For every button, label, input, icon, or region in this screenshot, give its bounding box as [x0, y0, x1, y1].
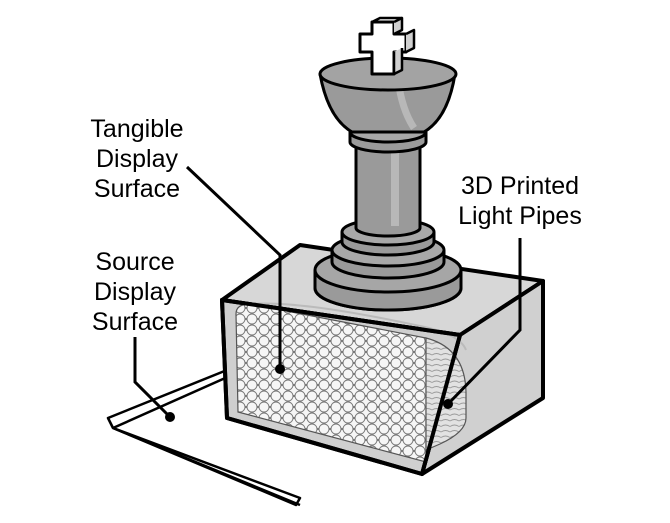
light-pipe-block [220, 243, 545, 476]
label-line: 3D Printed [461, 172, 579, 200]
leader-printed-dot [443, 399, 453, 409]
leader-printed [446, 238, 522, 406]
leader-source [133, 337, 172, 419]
label-3d-printed-light-pipes: 3D Printed Light Pipes [458, 172, 582, 230]
label-source-display-surface: Source Display Surface [92, 248, 178, 336]
chess-king-icon [313, 16, 463, 312]
cross-finial [358, 16, 416, 76]
leader-source-dot [165, 412, 175, 422]
label-line: Source [95, 248, 174, 276]
label-line: Tangible [90, 115, 183, 143]
label-line: Display [96, 145, 178, 173]
label-line: Surface [92, 308, 178, 336]
leader-tangible [185, 165, 282, 369]
label-line: Surface [94, 175, 180, 203]
leader-tangible-dot [275, 364, 285, 374]
label-tangible-display-surface: Tangible Display Surface [90, 115, 183, 203]
label-line: Light Pipes [458, 202, 582, 230]
leader-lines [133, 165, 522, 422]
label-line: Display [94, 278, 176, 306]
